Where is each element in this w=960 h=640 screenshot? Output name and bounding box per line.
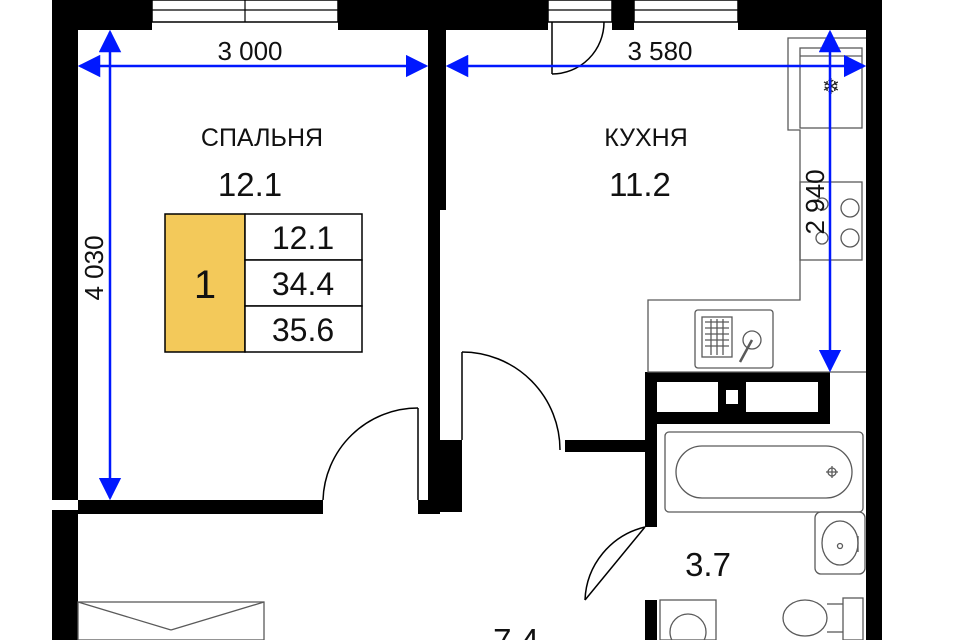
room-kitchen-area: 11.2 [609,166,671,203]
shaft-cell-mid [726,390,738,404]
washbasin [814,511,866,575]
total-area-cell [244,259,363,307]
living-area: 12.1 [272,220,334,256]
wall-bedroom-bottom-right [418,500,440,514]
wall-outer-left [52,0,78,640]
door-bath-arc [584,526,646,601]
wall-bedroom-bottom [78,500,323,514]
room-bedroom-area: 12.1 [218,166,282,203]
dim-bedroom-width: 3 000 [217,36,282,66]
room-bedroom-name: СПАЛЬНЯ [201,124,323,152]
total-area-with-balcony: 35.6 [272,312,334,348]
total-area: 34.4 [272,266,334,302]
dimension-lines [77,29,867,501]
rooms-count: 1 [194,263,216,307]
dim-kitchen-width: 3 580 [627,36,692,66]
wall-outer-left-notch [52,500,78,510]
wall-top-right [738,0,870,30]
room-bathroom-area: 3.7 [685,546,731,583]
dim-bedroom-length: 4 030 [79,235,109,300]
room-kitchen-name: КУХНЯ [604,124,688,152]
sink [694,309,774,369]
room-hallway-area: 7.4 [493,622,539,640]
shaft-cell-right [746,382,818,412]
walls [52,0,882,640]
toilet-tank [842,597,864,640]
bath-entry-opening [645,527,657,600]
wall-kitchen-bottom [645,372,830,382]
wall-bath-entry [645,515,657,527]
wall-partition-upper [428,30,446,210]
wall-shaft-bottom [645,412,830,424]
washing-machine [659,599,717,640]
bathroom-fixtures [659,431,866,640]
bathtub [664,431,864,513]
window-kitchen [633,0,739,23]
wall-bath-left [565,440,657,452]
doors [322,21,646,601]
wall-outer-right [866,0,882,640]
hall-wardrobe [77,601,265,640]
wall-bath-lower [645,600,657,640]
door-kitchen-arc [461,351,561,451]
door-bedroom-arc [322,407,419,501]
shaft-cell-left [657,382,718,412]
total-area-balcony-cell [244,305,363,353]
wall-hall-stub [440,440,462,512]
dim-kitchen-length: 2 940 [800,169,830,234]
rooms-count-cell [164,213,246,353]
summary-badge: 1 12.1 34.4 35.6 [164,213,363,353]
door-bath-leaf [584,526,646,601]
toilet-bowl [782,599,828,637]
wall-top-mid [612,0,634,30]
wall-shaft-right [818,372,830,424]
windows [151,0,739,23]
wall-partition-lower [428,208,440,508]
wall-top-mid-left [338,0,548,30]
living-area-cell [244,213,363,261]
balcony-door [547,0,613,23]
wall-top-left [52,0,152,30]
